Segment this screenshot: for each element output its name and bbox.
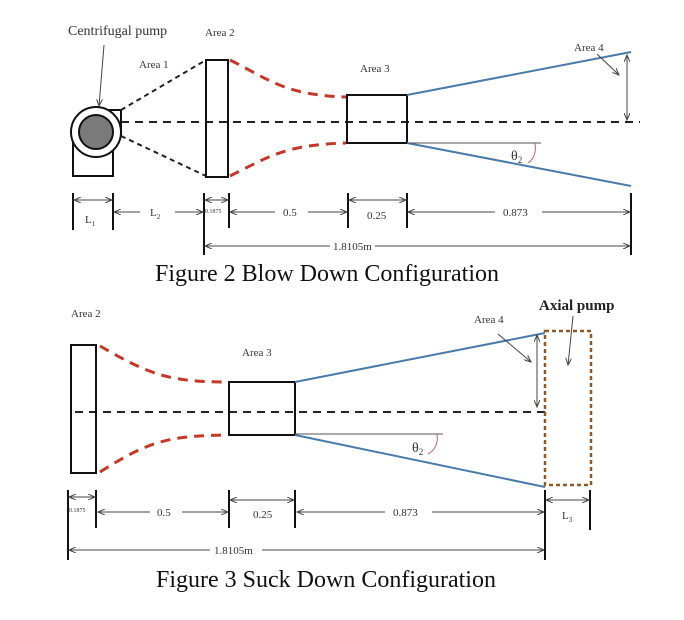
- inlet-cone-lower: [120, 135, 207, 177]
- dim-0-5: 0.5: [157, 507, 171, 519]
- test-section: [346, 94, 408, 144]
- area2-label: Area 2: [205, 27, 235, 39]
- contraction-upper: [229, 58, 347, 99]
- axial-pump-label: Axial pump: [539, 298, 614, 314]
- dim-l2: L2: [150, 207, 161, 221]
- area3-label: Area 3: [360, 63, 390, 75]
- settling-chamber: [205, 59, 229, 178]
- contraction-upper: [99, 344, 228, 384]
- dim-total: 1.8105m: [333, 241, 372, 253]
- area4-pointer-arrow: [497, 333, 531, 362]
- theta-arc: [427, 433, 438, 455]
- diffuser-upper: [406, 51, 632, 96]
- centrifugal-pump-icon: [70, 106, 122, 177]
- dim-total: 1.8105m: [214, 545, 253, 557]
- dim-0-25: 0.25: [367, 210, 387, 222]
- area2-label: Area 2: [71, 308, 101, 320]
- dim-0-1875: 0.1875: [205, 209, 222, 215]
- area4-label: Area 4: [574, 42, 604, 54]
- dim-l1: L1: [85, 214, 96, 228]
- dimension-lines: [72, 193, 632, 255]
- dim-0-873: 0.873: [393, 507, 418, 519]
- contraction-lower: [99, 433, 228, 474]
- settling-chamber: [70, 344, 97, 474]
- axial-pump-pointer-arrow: [568, 315, 574, 365]
- figure-2-blow-down: Centrifugal pump Area 2 Area 1 Area 3 Ar…: [68, 24, 640, 287]
- contraction-lower: [229, 141, 347, 178]
- figure-3-suck-down: Area 2 Area 3 Area 4 Axial pump θ2: [67, 298, 614, 593]
- dim-0-25: 0.25: [253, 509, 273, 521]
- theta-arc: [527, 142, 536, 164]
- area4-pointer-arrow: [596, 53, 619, 75]
- theta-label: θ2: [412, 441, 423, 457]
- area4-label: Area 4: [474, 314, 504, 326]
- dim-0-5: 0.5: [283, 207, 297, 219]
- figure-3-caption: Figure 3 Suck Down Configuration: [156, 567, 496, 593]
- dim-l3: L3: [562, 510, 573, 524]
- dimension-lines: [67, 490, 591, 560]
- inlet-cone-upper: [120, 59, 207, 111]
- theta-label: θ2: [511, 149, 522, 165]
- diffuser-upper: [294, 332, 546, 383]
- dim-0-1875: 0.1875: [69, 508, 86, 514]
- figure-2-caption: Figure 2 Blow Down Configuration: [155, 261, 499, 287]
- dim-0-873: 0.873: [503, 207, 528, 219]
- test-section: [228, 381, 296, 436]
- area3-label: Area 3: [242, 347, 272, 359]
- diffuser-lower: [406, 142, 632, 187]
- pump-pointer-arrow: [99, 44, 105, 106]
- axial-pump-box: [543, 329, 593, 487]
- diffuser-lower: [294, 434, 546, 488]
- area1-label: Area 1: [139, 59, 169, 71]
- centrifugal-pump-label: Centrifugal pump: [68, 24, 167, 39]
